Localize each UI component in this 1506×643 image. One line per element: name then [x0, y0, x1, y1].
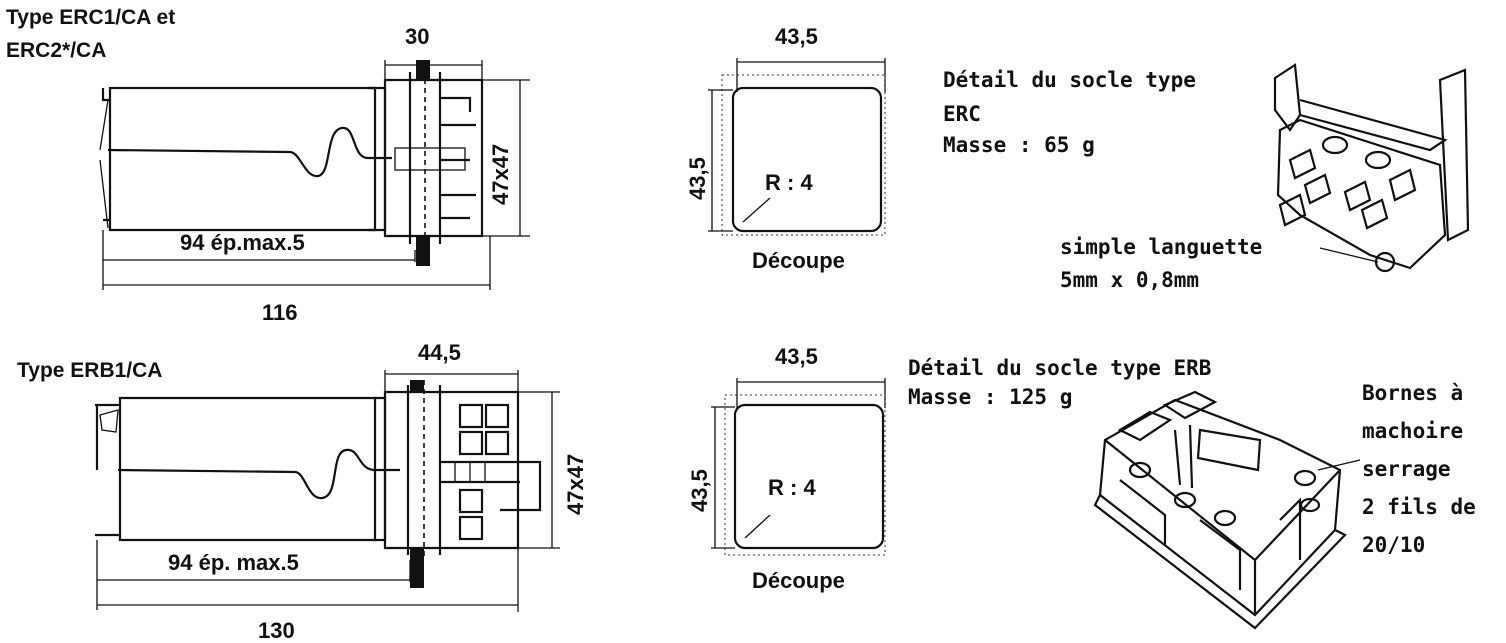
erb-cutout-outline [733, 403, 885, 550]
erc-cutout-dim-height: 43,5 [685, 157, 710, 200]
erc-cutout-outline [731, 86, 883, 233]
erb-relay-side-view: Type ERB1/CA 44,5 47x47 94 ép. max.5 130 [17, 340, 588, 643]
erc-dim-total: 116 [262, 300, 298, 325]
erb-terminals [440, 460, 542, 512]
erb-cutout-radius: R : 4 [768, 475, 816, 500]
erb-title: Type ERB1/CA [17, 359, 162, 382]
erb-cutout-label: Découpe [752, 568, 845, 593]
erc-socket-block [1276, 118, 1447, 270]
erc-socket-title: Détail du socle type [943, 68, 1196, 92]
erc-stud-bottom [416, 236, 430, 266]
erb-socket-mass: Masse : 125 g [908, 385, 1072, 409]
erb-stud-top [410, 380, 424, 392]
erb-terminal-note-line2: machoire [1362, 419, 1463, 443]
erb-terminal-note-line4: 2 fils de [1362, 495, 1476, 519]
erb-dim-body: 94 ép. max.5 [168, 550, 299, 575]
erc-tab-note-line1: simple languette [1060, 235, 1262, 259]
erc-dim-section: 47x47 [488, 144, 513, 205]
erb-socket-baseplate [1093, 493, 1347, 630]
erb-internal-lead [117, 448, 400, 500]
erc-socket-sketch [1273, 63, 1470, 273]
erc-stud-top [416, 60, 430, 80]
erc-tab-note-line2: 5mm x 0,8mm [1060, 268, 1199, 292]
erc-relay-body [108, 86, 377, 232]
erc-cutout-radius: R : 4 [765, 170, 813, 195]
erb-relay-head [383, 390, 520, 550]
erc-dim-body: 94 ép.max.5 [180, 230, 305, 255]
erb-socket-sketch [1093, 390, 1361, 630]
erc-internal-lead [107, 126, 392, 178]
erb-terminal-note-line3: serrage [1362, 457, 1451, 481]
erc-cutout-dim-width: 43,5 [775, 24, 818, 49]
erb-cutout-dim-width: 43,5 [775, 344, 818, 369]
erb-socket-title: Détail du socle type ERB [908, 356, 1211, 380]
erc-cutout-label: Découpe [752, 248, 845, 273]
erc-title-line2: ERC2*/CA [6, 39, 106, 62]
erb-terminal-note-line1: Bornes à [1362, 381, 1463, 405]
erb-dim-section: 47x47 [563, 454, 588, 515]
erc-title-line1: Type ERC1/CA et [6, 6, 175, 29]
erb-stud-bottom [410, 548, 424, 588]
erb-relay-body [118, 396, 377, 542]
erc-socket-tabs [1288, 148, 1389, 230]
erc-socket-type: ERC [943, 102, 981, 126]
erb-socket-terminals [1119, 479, 1302, 590]
erb-dim-head-width: 44,5 [418, 340, 461, 365]
erc-relay-head [383, 78, 484, 238]
erb-terminal-note-line5: 20/10 [1362, 533, 1425, 557]
erb-cutout-dim-height: 43,5 [687, 469, 712, 512]
erc-pins [440, 96, 476, 220]
erc-dim-head-width: 30 [405, 24, 429, 49]
erb-socket-detail: Détail du socle type ERB Masse : 125 g B… [908, 356, 1476, 557]
erb-dim-total: 130 [258, 618, 295, 643]
erc-relay-side-view: Type ERC1/CA et ERC2*/CA 30 47x47 94 ép.… [6, 6, 530, 325]
erc-socket-detail: Détail du socle type ERC Masse : 65 g si… [943, 68, 1262, 292]
erc-socket-mass: Masse : 65 g [943, 133, 1095, 157]
erb-cutout: 43,5 43,5 R : 4 Découpe [687, 344, 886, 593]
erc-cutout: 43,5 43,5 R : 4 Découpe [685, 24, 886, 273]
